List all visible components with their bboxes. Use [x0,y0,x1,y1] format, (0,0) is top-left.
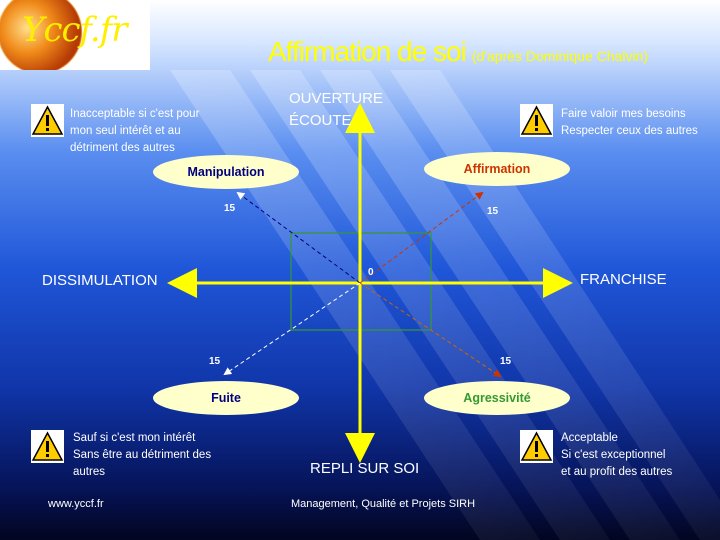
score-agressivite: 15 [500,356,512,367]
footer-website-link[interactable]: www.yccf.fr [48,498,104,510]
warning-icon [31,104,64,137]
axis-label-top-line1: OUVERTURE [289,90,383,107]
axis-label-bottom: REPLI SUR SOI [310,460,420,477]
ellipse-affirmation: Affirmation [424,152,570,186]
score-affirmation: 15 [487,206,499,217]
note-line: Si c'est exceptionnel [561,449,666,461]
warning-icon [31,430,64,463]
note-line: Sans être au détriment des [73,449,212,461]
title-main: Affirmation de soi [268,36,467,67]
axis-label-top-line2: ÉCOUTE [289,112,352,129]
title-subtitle: (d'après Dominique Chalvin) [471,48,649,64]
ellipse-fuite: Fuite [153,381,299,415]
warning-icon [520,430,553,463]
note-agressivite: Acceptable Si c'est exceptionnel et au p… [561,430,672,481]
note-line: détriment des autres [70,142,175,154]
logo-text: Yccf.fr [22,10,128,50]
label-affirmation: Affirmation [463,162,531,176]
origin-label: 0 [368,267,374,278]
label-manipulation: Manipulation [187,165,265,179]
score-manipulation: 15 [224,203,236,214]
diagonal-manipulation [236,191,361,284]
ellipse-agressivite: Agressivité [424,381,570,415]
diagonal-fuite [223,282,361,376]
note-line: Acceptable [561,432,618,444]
note-manipulation: Inacceptable si c'est pour mon seul inté… [70,106,199,157]
sun-logo-icon [0,0,83,70]
diagonal-affirmation [359,191,484,284]
axis-label-right: FRANCHISE [580,271,667,288]
label-fuite: Fuite [211,391,241,405]
note-line: autres [73,466,105,478]
warning-icon [520,104,553,137]
score-fuite: 15 [209,356,221,367]
footer-center-text: Management, Qualité et Projets SIRH [291,498,476,510]
note-line: Faire valoir mes besoins [561,108,686,120]
note-line: et au profit des autres [561,466,673,478]
note-line: Sauf si c'est mon intérêt [73,432,196,444]
diagonal-agressivite [359,282,502,378]
site-logo[interactable]: Yccf.fr [0,0,150,70]
axis-label-left: DISSIMULATION [42,272,158,289]
ellipse-manipulation: Manipulation [153,155,299,189]
page-title: Affirmation de soi(d'après Dominique Cha… [268,36,648,68]
note-line: Inacceptable si c'est pour [70,108,200,120]
label-agressivite: Agressivité [463,391,531,405]
note-line: Respecter ceux des autres [561,125,698,137]
note-fuite: Sauf si c'est mon intérêt Sans être au d… [73,430,211,481]
note-line: mon seul intérêt et au [70,125,181,137]
note-affirmation: Faire valoir mes besoins Respecter ceux … [561,106,698,140]
